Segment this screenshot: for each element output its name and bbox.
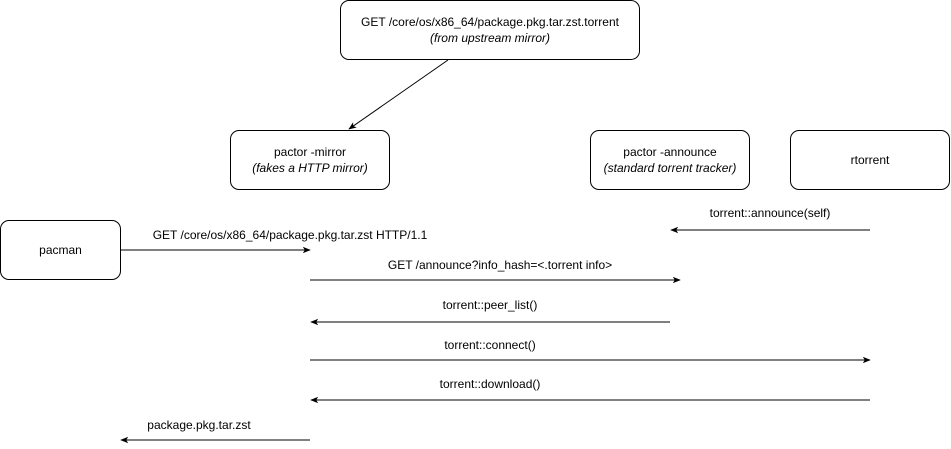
rtorrent-title: rtorrent: [850, 153, 890, 167]
download-label: torrent::download(): [439, 377, 541, 391]
rtorrent-node: rtorrent: [790, 130, 950, 190]
pacman-title: pacman: [39, 243, 82, 257]
pactor-mirror-node: pactor -mirror (fakes a HTTP mirror): [230, 130, 390, 190]
torrent-request-title: GET /core/os/x86_64/package.pkg.tar.zst.…: [361, 15, 619, 29]
announce-query-label: GET /announce?info_hash=<.torrent info>: [387, 258, 613, 272]
torrent-to-mirror-arrow: [348, 59, 449, 130]
torrent-request-subtitle: (from upstream mirror): [429, 31, 550, 45]
pactor-mirror-subtitle: (fakes a HTTP mirror): [252, 161, 368, 175]
announce-self-label: torrent::announce(self): [709, 206, 831, 220]
pactor-mirror-title: pactor -mirror: [273, 145, 346, 159]
pactor-announce-node: pactor -announce (standard torrent track…: [590, 130, 750, 190]
pactor-announce-subtitle: (standard torrent tracker): [603, 161, 737, 175]
pacman-get-label: GET /core/os/x86_64/package.pkg.tar.zst …: [152, 228, 428, 242]
package-return-label: package.pkg.tar.zst: [147, 418, 251, 432]
torrent-request-node: GET /core/os/x86_64/package.pkg.tar.zst.…: [340, 0, 640, 60]
pacman-node: pacman: [0, 220, 121, 280]
connect-label: torrent::connect(): [444, 338, 536, 352]
pactor-announce-title: pactor -announce: [623, 145, 717, 159]
peer-list-label: torrent::peer_list(): [442, 298, 538, 312]
